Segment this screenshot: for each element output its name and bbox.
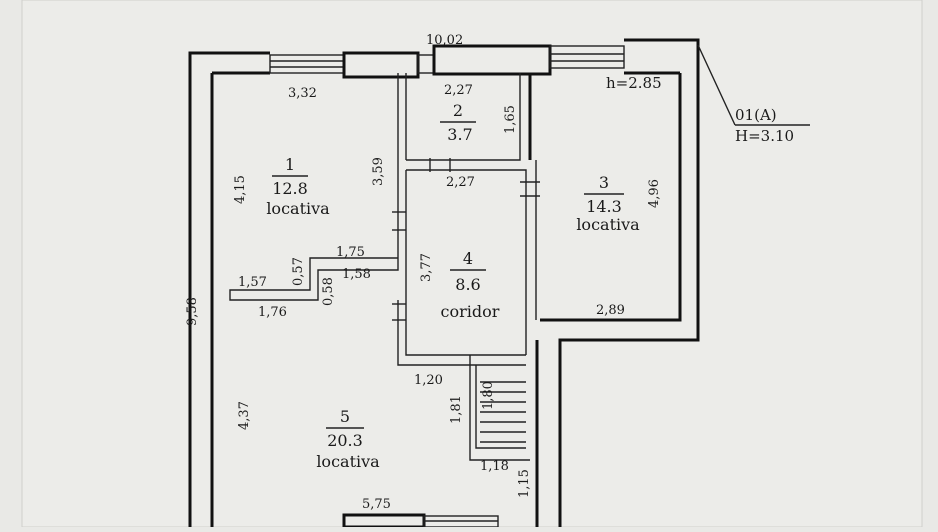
dim-r5-height: 4,37: [237, 401, 252, 430]
room-4-area: 8.6: [455, 275, 480, 294]
room-3-type: locativa: [576, 215, 640, 234]
dim-r4-top: 2,27: [446, 175, 475, 190]
dim-r3-width: 2,89: [596, 303, 625, 318]
room-2: 2 3.7: [440, 101, 476, 144]
dim-hall-1: 1,75: [336, 245, 365, 260]
dim-stair-5: 1,15: [517, 469, 532, 498]
room-5: 5 20.3 locativa: [316, 407, 380, 471]
room-2-area: 3.7: [447, 125, 472, 144]
room-1-number: 1: [285, 155, 295, 174]
dim-r2-height: 1,65: [503, 105, 518, 134]
dim-stair-1: 1,20: [414, 373, 443, 388]
room-3-number: 3: [599, 173, 609, 192]
floor-code-label: 01(A): [735, 106, 777, 124]
dim-stair-2: 1,81: [449, 395, 464, 424]
dim-r4-height: 3,77: [419, 253, 434, 282]
top-windows: [269, 44, 625, 79]
dim-total-height: 9,58: [185, 297, 200, 326]
dim-r1-height: 4,15: [233, 175, 248, 204]
room-5-area: 20.3: [327, 431, 363, 450]
dim-stair-3: 1,80: [481, 381, 496, 410]
room-4-type: coridor: [441, 302, 500, 321]
dim-r2-width: 2,27: [444, 83, 473, 98]
outer-walls: [188, 38, 700, 527]
dim-hall-4: 1,58: [342, 267, 371, 282]
sheet: [21, 0, 923, 528]
room-5-number: 5: [340, 407, 350, 426]
room-2-number: 2: [453, 101, 463, 120]
total-width-label: 10,02: [426, 33, 463, 48]
room-1: 1 12.8 locativa: [266, 155, 330, 218]
dimension-labels: 3,32 2,27 2,27 2,89 1,75 1,57 1,58 1,76 …: [185, 83, 662, 512]
dim-r3-height: 4,96: [647, 179, 662, 208]
room-1-type: locativa: [266, 199, 330, 218]
dim-r1-width: 3,32: [288, 86, 317, 101]
room-1-area: 12.8: [272, 179, 308, 198]
room-4-number: 4: [463, 249, 473, 268]
dim-r1-inner: 3,59: [371, 157, 386, 186]
dim-r5-width: 5,75: [362, 497, 391, 512]
room-3: 3 14.3 locativa: [576, 173, 640, 234]
floor-height-label: H=3.10: [735, 127, 794, 145]
dim-hall-5: 0,58: [321, 277, 336, 306]
stair-steps: [480, 381, 526, 443]
interior-walls: [229, 73, 540, 461]
room-4: 4 8.6 coridor: [441, 249, 500, 321]
room-3-area: 14.3: [586, 197, 622, 216]
dim-hall-3: 0,57: [291, 257, 306, 286]
room-5-type: locativa: [316, 452, 380, 471]
room-height-label: h=2.85: [606, 74, 662, 92]
dim-stair-4: 1,18: [480, 459, 509, 474]
level-callout: [697, 44, 810, 126]
dim-hall-2: 1,57: [238, 275, 267, 290]
dim-hall-6: 1,76: [258, 305, 287, 320]
